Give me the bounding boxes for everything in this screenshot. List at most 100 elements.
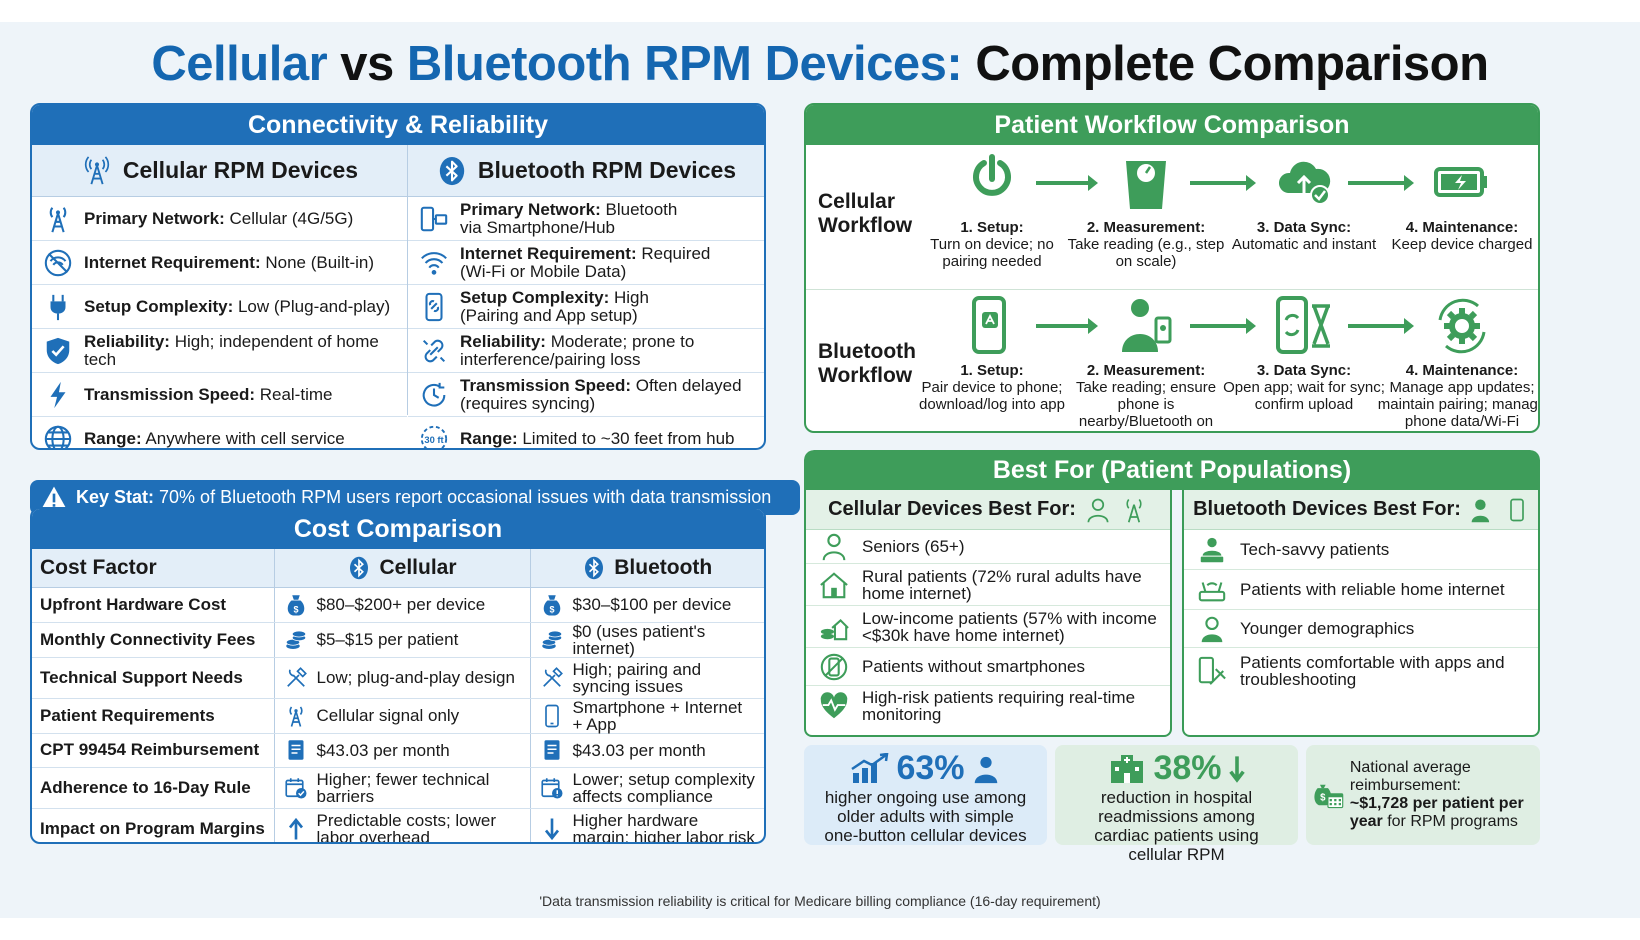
phone-hub-icon <box>420 206 448 231</box>
cost-cellular: $5–$15 per patient <box>274 622 531 658</box>
phone-hourglass-icon <box>1274 296 1334 356</box>
lightning-icon <box>42 379 74 411</box>
cost-bluetooth: $43.03 per month <box>530 733 764 768</box>
connectivity-panel: Connectivity & Reliability Cellular RPM … <box>30 103 766 450</box>
phone-link-icon <box>418 291 450 323</box>
wifi-icon <box>418 247 450 279</box>
cloud-sync-icon <box>1274 153 1334 213</box>
cost-cellular: $$80–$200+ per device <box>274 587 531 623</box>
footnote: 'Data transmission reliability is critic… <box>539 893 1101 909</box>
gear-sync-icon <box>1432 296 1492 356</box>
range-30ft-icon: 30 ft <box>420 425 448 448</box>
battery-icon <box>1432 153 1492 213</box>
coins-icon <box>285 630 306 649</box>
best-for-panel: Best For (Patient Populations) Cellular … <box>804 450 1540 740</box>
cost-table: Cost Factor Cellular Bluetooth Upfront H… <box>32 549 764 842</box>
cost-row: Upfront Hardware Cost$$80–$200+ per devi… <box>32 587 764 623</box>
cost-cellular: Predictable costs; lower labor overhead <box>274 808 531 842</box>
svg-text:$: $ <box>549 604 554 614</box>
bluetooth-best-for-item: Younger demographics <box>1184 610 1538 648</box>
no-internet-icon <box>44 249 72 276</box>
cellular-column: Cellular RPM Devices Primary Network: Ce… <box>32 145 408 448</box>
cost-factor: Monthly Connectivity Fees <box>32 622 275 658</box>
cost-factor: Patient Requirements <box>32 698 275 734</box>
arrow-up-icon <box>288 817 303 839</box>
cost-cellular: Low; plug-and-play design <box>274 657 531 699</box>
clock-delay-icon <box>418 379 450 411</box>
cost-factor: CPT 99454 Reimbursement <box>32 733 275 768</box>
tools-icon <box>542 666 563 687</box>
cell-tower-icon <box>1126 498 1142 523</box>
young-person-icon <box>1201 616 1223 642</box>
svg-text:$: $ <box>1320 793 1326 804</box>
tech-user-icon <box>1200 537 1224 562</box>
low-income-icon <box>820 618 849 640</box>
money-bag-icon: $ <box>287 594 304 615</box>
page-title: Cellular vs Bluetooth RPM Devices: Compl… <box>151 37 1489 91</box>
cellular-best-for-header: Cellular Devices Best For: <box>806 490 1170 530</box>
young-person-icon <box>1471 499 1490 522</box>
stat-readmissions-value: 38% <box>1153 749 1222 787</box>
senior-icon <box>822 533 846 560</box>
broken-link-icon <box>422 339 446 362</box>
cellular-row: Primary Network: Cellular (4G/5G) <box>32 197 407 241</box>
cellular-workflow-step: 1. Setup:Turn on device; no pairing need… <box>930 219 1054 270</box>
bluetooth-best-for-item: Patients with reliable home internet <box>1184 570 1538 610</box>
col-cellular: Cellular <box>274 549 531 588</box>
stat-card-reimbursement: $ National average reimbursement: ~$1,72… <box>1306 745 1540 845</box>
col-bluetooth: Bluetooth <box>530 549 764 588</box>
globe-icon <box>44 425 72 448</box>
phone-hub-icon <box>418 203 450 235</box>
tools-icon <box>286 666 307 687</box>
bluetooth-workflow-step: 4. Maintenance:Manage app updates; maint… <box>1377 362 1540 430</box>
stat-card-usage: 63% higher ongoing use among older adult… <box>804 745 1047 845</box>
cost-factor: Impact on Program Margins <box>32 808 275 842</box>
heart-monitor-icon <box>820 692 848 719</box>
money-calendar-icon: $ <box>1314 784 1344 809</box>
arrow-down-icon <box>544 818 559 840</box>
calendar-check-icon <box>284 777 306 798</box>
cellular-best-for-item: Low-income patients (57% with income <$3… <box>806 606 1170 648</box>
senior-icon <box>974 756 997 783</box>
cellular-best-for-item: Seniors (65+) <box>806 530 1170 564</box>
cellular-row: Internet Requirement: None (Built-in) <box>32 241 407 285</box>
no-internet-icon <box>42 247 74 279</box>
shield-check-icon <box>42 335 74 367</box>
coins-icon <box>541 630 562 649</box>
cost-factor: Technical Support Needs <box>32 657 275 699</box>
workflow-panel: Patient Workflow Comparison Cellular Wor… <box>804 103 1540 433</box>
workflow-arrow <box>1190 175 1256 191</box>
no-smartphone-icon <box>820 653 848 680</box>
cellular-row: Reliability: High; independent of home t… <box>32 329 407 373</box>
cellular-workflow-step: 4. Maintenance:Keep device charged <box>1391 219 1533 253</box>
cost-cellular: $43.03 per month <box>274 733 531 768</box>
stat-reimbursement-text: National average reimbursement: ~$1,728 … <box>1349 759 1524 830</box>
cell-tower-icon <box>81 155 113 187</box>
smartphone-icon <box>1510 498 1524 521</box>
bluetooth-best-for: Bluetooth Devices Best For: Tech-savvy p… <box>1182 490 1540 737</box>
workflow-arrow <box>1348 175 1414 191</box>
bluetooth-best-for-item: Patients comfortable with apps and troub… <box>1184 648 1538 694</box>
person-phone-icon <box>1116 296 1176 356</box>
plug-icon <box>50 294 66 320</box>
bluetooth-best-for-item: Tech-savvy patients <box>1184 530 1538 570</box>
lightning-icon <box>50 381 66 408</box>
cost-cellular: Cellular signal only <box>274 698 531 734</box>
cost-factor: Adherence to 16-Day Rule <box>32 767 275 809</box>
cellular-column-header: Cellular RPM Devices <box>32 145 407 197</box>
cellular-best-for-item: High-risk patients requiring real-time m… <box>806 686 1170 726</box>
stat-usage-text: higher ongoing use among older adults wi… <box>824 788 1027 845</box>
cost-bluetooth: Smartphone + Internet + App <box>530 698 764 734</box>
cost-row: CPT 99454 Reimbursement$43.03 per month$… <box>32 733 764 768</box>
stat-card-readmissions: 38% reduction in hospital readmissions a… <box>1055 745 1298 864</box>
document-icon <box>544 740 559 760</box>
cellular-workflow-step: 3. Data Sync:Automatic and instant <box>1231 219 1377 253</box>
workflow-arrow <box>1190 318 1256 334</box>
cost-bluetooth: $0 (uses patient's internet) <box>530 622 764 658</box>
bluetooth-column: Bluetooth RPM Devices Primary Network: B… <box>408 145 764 448</box>
